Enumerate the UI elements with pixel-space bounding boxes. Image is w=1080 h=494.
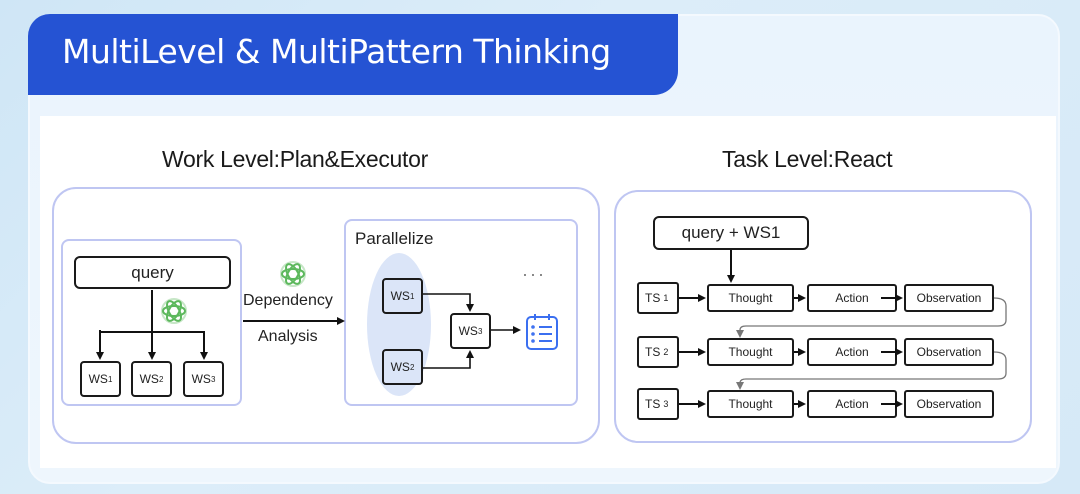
ws-sub: 1 [409, 291, 415, 301]
ws-sub: 2 [158, 374, 164, 384]
slide-title: MultiLevel & MultiPattern Thinking [62, 32, 611, 71]
ws-label: WS [139, 372, 159, 386]
thought-box: Thought [707, 390, 794, 418]
ws-sub: 1 [107, 374, 113, 384]
ws-label: WS [390, 360, 410, 374]
ws-label: WS [88, 372, 108, 386]
work-level-heading: Work Level:Plan&Executor [162, 146, 428, 172]
ws-sub: 3 [477, 326, 483, 336]
thought-box: Thought [707, 284, 794, 312]
ws-sub: 3 [210, 374, 216, 384]
query-box: query [74, 256, 231, 289]
task-level-heading: Task Level:React [722, 146, 893, 172]
task-query-box: query + WS1 [653, 216, 809, 250]
observation-box: Observation [904, 284, 994, 312]
ws-label: WS [191, 372, 211, 386]
ws-label: WS [458, 324, 478, 338]
observation-box: Observation [904, 390, 994, 418]
thought-box: Thought [707, 338, 794, 366]
ws-label: WS [390, 289, 410, 303]
ellipsis: ··· [522, 264, 546, 284]
ts-label: TS [645, 291, 661, 305]
title-banner: MultiLevel & MultiPattern Thinking [28, 14, 678, 95]
ts-sub: 3 [663, 399, 669, 409]
action-box: Action [807, 284, 897, 312]
ts-sub: 2 [663, 347, 669, 357]
analysis-label: Analysis [258, 328, 318, 345]
ts-label: TS [645, 397, 661, 411]
parallelize-heading: Parallelize [355, 229, 434, 248]
observation-box: Observation [904, 338, 994, 366]
ts-label: TS [645, 345, 661, 359]
ws-sub: 2 [409, 362, 415, 372]
action-box: Action [807, 390, 897, 418]
ts-sub: 1 [663, 293, 669, 303]
dependency-label: Dependency [243, 292, 333, 309]
action-box: Action [807, 338, 897, 366]
